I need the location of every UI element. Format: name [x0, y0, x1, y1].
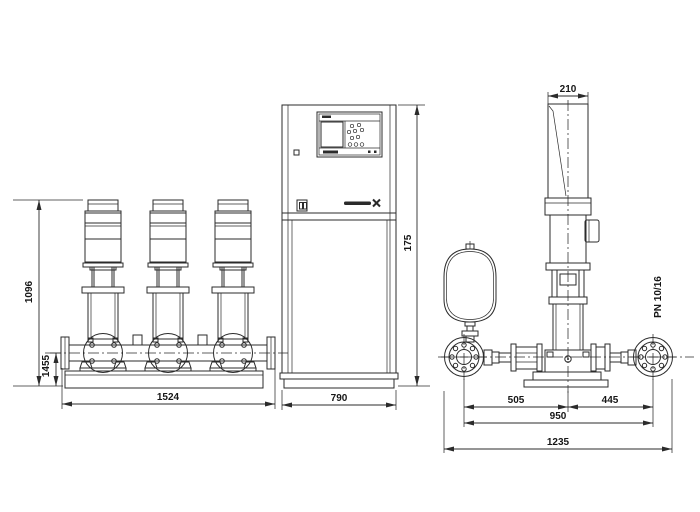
dim-flange-to-flange-label: 950 — [550, 411, 567, 422]
tank-air-valve — [465, 243, 475, 250]
controller-panel — [316, 111, 383, 158]
dim-motor-width-label: 210 — [560, 84, 577, 95]
dim-center-to-discharge-label: 445 — [602, 395, 619, 406]
pump-column-side — [548, 296, 588, 351]
manifold-pipe — [60, 334, 276, 370]
cabinet-plinth — [279, 372, 399, 389]
panel-logo — [322, 115, 331, 118]
pump-3 — [209, 199, 257, 373]
grundfos-logo-icon — [344, 198, 381, 208]
front-view: 1096 1455 1524 — [13, 199, 288, 409]
discharge-pipework — [590, 343, 637, 372]
indicator-square-icon — [293, 149, 300, 156]
dim-cabinet-width-label: 790 — [331, 393, 348, 404]
terminal-box — [584, 219, 600, 243]
pressure-rating-label: PN 10/16 — [653, 276, 664, 318]
control-cabinet: 790 175 — [279, 104, 430, 410]
display-screen — [320, 121, 344, 148]
side-view: 210 — [438, 84, 694, 453]
diaphragm-tank — [443, 241, 497, 343]
suction-pipework — [483, 343, 543, 372]
manifold-stub — [132, 334, 143, 346]
suction-flange — [440, 333, 488, 381]
dim-overall-width-label: 1235 — [547, 437, 570, 448]
dim-cabinet-height-label: 175 — [403, 234, 414, 251]
pump-1 — [79, 199, 127, 373]
main-switch-icon — [296, 199, 308, 212]
motor-side — [544, 197, 600, 271]
dim-total-height-label: 1096 — [24, 280, 35, 303]
discharge-flange — [629, 333, 677, 381]
pump-2 — [144, 199, 192, 373]
base-frame — [64, 370, 264, 389]
pump-base-side — [523, 371, 609, 388]
dim-base-width-label: 1524 — [157, 392, 180, 403]
cabinet-body — [281, 104, 397, 374]
manifold-stub — [197, 334, 208, 346]
panel-label-bar — [323, 150, 338, 154]
dim-manifold-height-label: 1455 — [41, 354, 52, 377]
dim-suction-to-center-label: 505 — [508, 395, 525, 406]
button-cluster — [346, 122, 365, 147]
